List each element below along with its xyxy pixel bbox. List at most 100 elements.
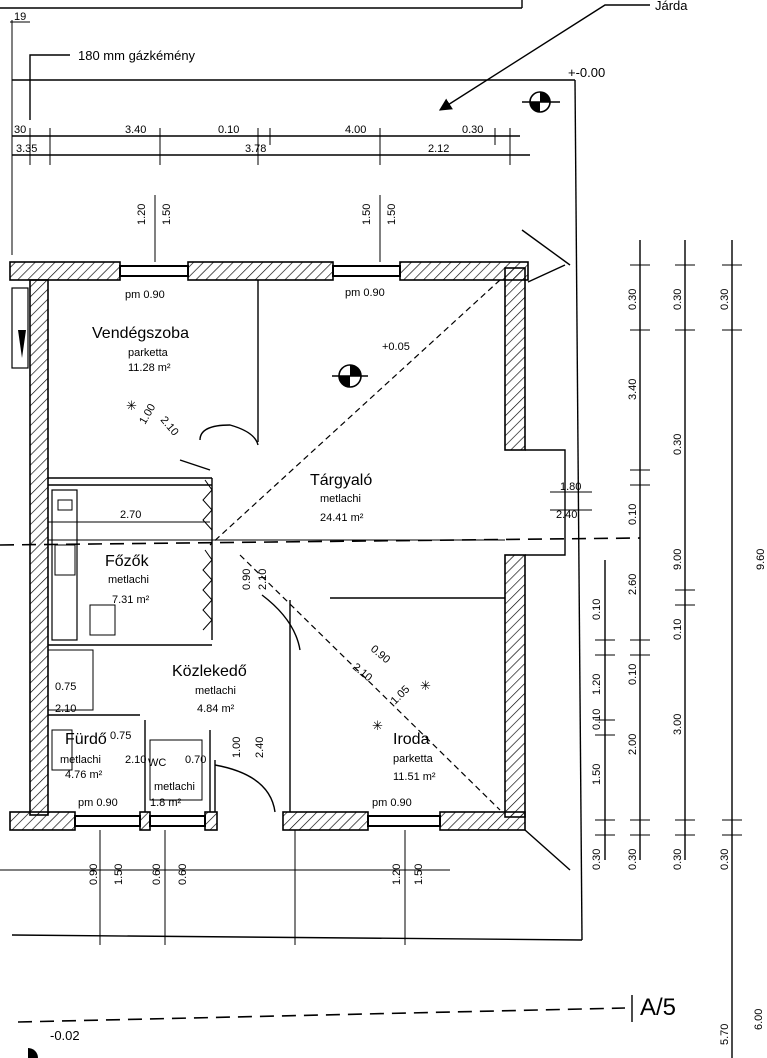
sheet-number: 19 [14,11,26,23]
sidewalk-leader [438,4,650,111]
window-label-2: pm 0.90 [345,287,385,299]
bottom-dim-3: 0.60 [151,864,163,885]
window-label-4: pm 0.90 [372,797,412,809]
right-dim-c2-3: 0.10 [627,504,639,525]
window-label-3: pm 0.90 [78,797,118,809]
door-corridor [261,594,301,651]
room-name-guest: Vendégszoba [92,325,189,342]
right-outer-dim: 9.60 [755,549,767,570]
door-dim-3: 0.90 [241,569,253,590]
room-floor-bath: metlachi [60,754,101,766]
bottom-dim-2: 1.50 [113,864,125,885]
svg-text:✳: ✳ [372,718,383,733]
cross-marker: ✳ [126,398,137,413]
section-mark: A/5 [640,994,676,1021]
room-floor-wc: metlachi [154,781,195,793]
svg-text:✳: ✳ [420,678,431,693]
entrance-dim-2: 2.40 [556,509,577,521]
door-dim-c1: 1.00 [231,737,243,758]
level-symbol-icon [522,91,560,113]
top-dim-6: 3.35 [16,143,37,155]
plot-line-bottom [11,934,583,941]
room-name-kitchen: Főzők [105,553,150,570]
door-wc [214,764,276,813]
level-outside: +-0.00 [568,65,605,80]
right-dim-c1-4: 1.50 [591,764,603,785]
top-dim-8: 2.12 [428,143,449,155]
level-symbol-icon [28,1048,38,1058]
room-floor-kitchen: metlachi [108,574,149,586]
bottom-dim-5: 1.20 [391,864,403,885]
kitchen-counter [51,489,78,641]
right-dim-c1-2: 1.20 [591,674,603,695]
right-dim-c1-1: 0.10 [591,599,603,620]
right-dim-c3-5: 3.00 [672,714,684,735]
right-dim-c2-1: 0.30 [627,289,639,310]
bottom-dim-1: 0.90 [88,864,100,885]
right-dim-c2-5: 0.10 [627,664,639,685]
sidewalk-label: Járda [655,0,688,13]
ridge-diagonal-2 [239,554,501,811]
bottom-right-dim-2: 6.00 [753,1009,765,1030]
room-area-corridor: 4.84 m² [197,703,235,715]
room-floor-guest: parketta [128,347,169,359]
door-dim-f2: 2.10 [125,754,146,766]
right-dim-c1-5: 0.30 [591,849,603,870]
right-dim-c2-2: 3.40 [627,379,639,400]
room-area-guest: 11.28 m² [128,362,171,374]
window-top-left [119,265,189,277]
sill-dim-4: 1.50 [386,204,398,225]
top-dim-2: 3.40 [125,124,146,136]
top-dim-3: 0.10 [218,124,239,136]
door-guest [199,424,259,446]
window-top-right [332,265,401,277]
wall-bottom-3 [439,811,526,831]
door-dim-c2: 2.40 [254,737,266,758]
top-dim-7: 3.78 [245,143,266,155]
sill-dim-3: 1.50 [361,204,373,225]
right-dim-c3-6: 0.30 [672,849,684,870]
right-dim-c3-1: 0.30 [672,289,684,310]
top-dim-4: 4.00 [345,124,366,136]
right-dim-c3-4: 0.10 [672,619,684,640]
wall-top-2 [187,261,334,281]
door-dim-4: 2.10 [257,569,269,590]
sill-dim-2: 1.50 [161,204,173,225]
right-dim-c2-4: 2.60 [627,574,639,595]
level-floor: +0.05 [382,341,410,353]
entrance-dim-1: 1.80 [560,481,581,493]
level-symbol-icon [332,364,368,388]
room-floor-meeting: metlachi [320,493,361,505]
right-dim-c4-1: 0.30 [719,289,731,310]
right-dim-c3-3: 9.00 [672,549,684,570]
room-area-bath: 4.76 m² [65,769,103,781]
wall-left [29,279,49,816]
right-dim-c2-7: 0.30 [627,849,639,870]
door-dim-f3: 0.70 [185,754,206,766]
bottom-right-dim-1: 5.70 [719,1024,731,1045]
window-bottom-bath [74,815,141,827]
wall-right-upper [504,267,526,451]
section-line [0,537,641,546]
wall-bottom-1 [9,811,76,831]
room-name-office: Iroda [393,731,430,748]
door-dim-f1: 0.75 [110,730,131,742]
top-dim-5: 0.30 [462,124,483,136]
ridge-diagonal-1 [209,279,501,546]
door-dim-k2: 2.10 [55,703,76,715]
bottom-dim-4: 0.60 [177,864,189,885]
sill-dim-1: 1.20 [136,204,148,225]
room-area-office: 11.51 m² [393,771,436,783]
wall-right-lower [504,554,526,818]
room-floor-corridor: metlachi [195,685,236,697]
chimney-label: 180 mm gázkémény [78,48,196,63]
room-area-wc: 1.8 m² [150,797,182,809]
level-bottom: -0.02 [50,1028,80,1043]
wall-top-1 [9,261,121,281]
door-dim-6: 2.10 [350,661,374,684]
room-name-wc: WC [148,757,166,769]
window-label-1: pm 0.90 [125,289,165,301]
right-dim-c1-3: 0.10 [591,709,603,730]
right-dim-c2-6: 2.00 [627,734,639,755]
